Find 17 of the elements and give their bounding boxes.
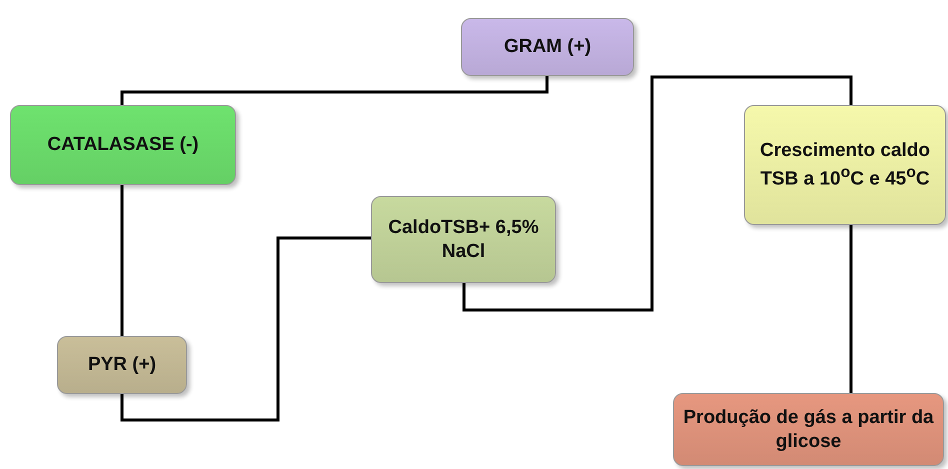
node-label: GRAM (+) <box>504 35 592 59</box>
node-label: PYR (+) <box>88 353 156 377</box>
connector-line <box>120 185 124 336</box>
process-box <box>461 18 634 76</box>
connector-line <box>120 76 548 105</box>
node-label: Produção de gás a partir da glicose <box>682 406 935 454</box>
connector-line <box>462 76 852 312</box>
node-label: Crescimento caldo TSB a 10$^{o}$C e 45$^{o}$C <box>759 139 931 191</box>
process-box <box>673 393 944 466</box>
process-box <box>57 336 187 394</box>
connector-line <box>850 225 852 393</box>
node-label: CaldoTSB+ 6,5% NaCl <box>387 216 540 264</box>
process-box <box>371 196 556 283</box>
node-label: CATALASASE (-) <box>47 133 199 157</box>
connector-line <box>120 236 371 422</box>
process-box <box>10 105 236 185</box>
process-box <box>744 105 946 225</box>
